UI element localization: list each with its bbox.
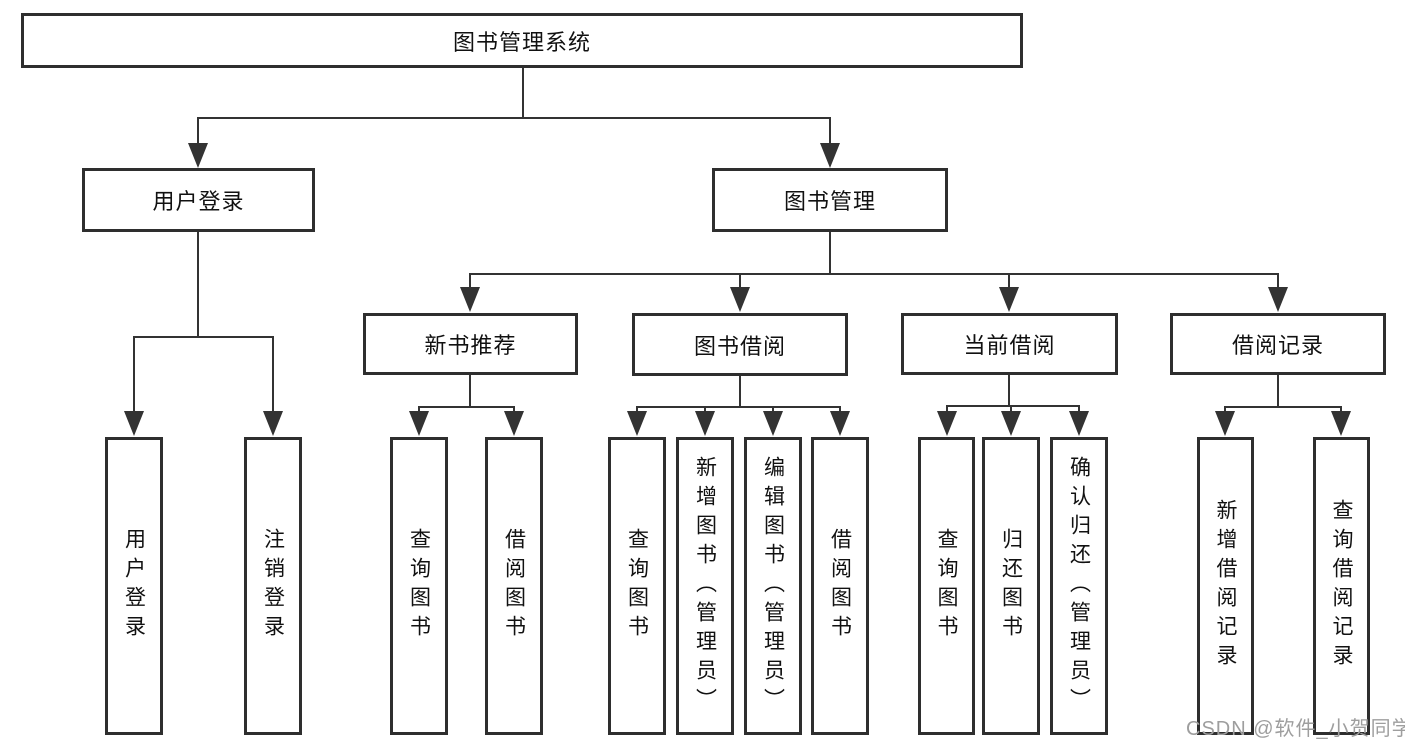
edge-drop	[739, 273, 741, 289]
leaf-borrow-edit-books-admin-label: 编辑图书（管理员）	[761, 455, 785, 717]
arrowhead-down	[188, 143, 208, 168]
edge-records-branch	[1224, 406, 1342, 408]
node-user-login-label: 用户登录	[152, 189, 245, 214]
arrowhead-down	[695, 411, 715, 436]
node-book-management: 图书管理	[712, 168, 948, 232]
edge-drop	[1277, 273, 1279, 289]
edge-book-mgmt-drop	[829, 117, 831, 144]
node-user-login: 用户登录	[82, 168, 315, 232]
edge-newbook-branch	[418, 406, 515, 408]
edge-borrow-branch	[636, 406, 841, 408]
edge-drop	[272, 336, 274, 412]
edge-current-branch	[946, 405, 1080, 407]
arrowhead-down	[627, 411, 647, 436]
edge-level2-branch	[197, 117, 831, 119]
arrowhead-down	[1001, 411, 1021, 436]
arrowhead-down	[460, 287, 480, 312]
leaf-newbook-query-books: 查询图书	[390, 437, 448, 735]
edge-drop	[1224, 406, 1226, 413]
arrowhead-down	[504, 411, 524, 436]
edge-drop	[1340, 406, 1342, 413]
leaf-current-query-books-label: 查询图书	[935, 528, 958, 644]
edge-book-mgmt-stem	[829, 232, 831, 273]
leaf-current-confirm-return-admin: 确认归还（管理员）	[1050, 437, 1108, 735]
leaf-current-query-books: 查询图书	[918, 437, 975, 735]
leaf-borrow-borrow-books: 借阅图书	[811, 437, 869, 735]
edge-user-login-drop	[197, 117, 199, 144]
arrowhead-down	[820, 143, 840, 168]
leaf-logout-login-label: 注销登录	[261, 528, 285, 644]
arrowhead-down	[1069, 411, 1089, 436]
edge-drop	[1078, 405, 1080, 413]
leaf-logout-login: 注销登录	[244, 437, 302, 735]
csdn-watermark: CSDN @软件_小贺同学	[1186, 718, 1405, 740]
leaf-newbook-query-books-label: 查询图书	[407, 528, 431, 644]
arrowhead-down	[763, 411, 783, 436]
leaf-borrow-add-books-admin: 新增图书（管理员）	[676, 437, 734, 735]
arrowhead-down	[263, 411, 283, 436]
leaf-user-login-label: 用户登录	[122, 528, 146, 644]
node-new-book-recommend-label: 新书推荐	[424, 333, 517, 358]
arrowhead-down	[999, 287, 1019, 312]
edge-drop	[839, 406, 841, 413]
node-new-book-recommend: 新书推荐	[363, 313, 578, 375]
arrowhead-down	[830, 411, 850, 436]
edge-drop	[772, 406, 774, 413]
leaf-newbook-borrow-books: 借阅图书	[485, 437, 543, 735]
edge-root-stem	[522, 68, 524, 117]
arrowhead-down	[937, 411, 957, 436]
arrowhead-down	[409, 411, 429, 436]
leaf-current-return-books: 归还图书	[982, 437, 1040, 735]
node-book-borrow: 图书借阅	[632, 313, 848, 376]
arrowhead-down	[1331, 411, 1351, 436]
arrowhead-down	[1215, 411, 1235, 436]
edge-drop	[513, 406, 515, 413]
node-current-borrow-label: 当前借阅	[963, 333, 1056, 358]
node-current-borrow: 当前借阅	[901, 313, 1118, 375]
leaf-newbook-borrow-books-label: 借阅图书	[502, 528, 526, 644]
leaf-borrow-query-books: 查询图书	[608, 437, 666, 735]
leaf-record-query: 查询借阅记录	[1313, 437, 1370, 735]
node-book-borrow-label: 图书借阅	[693, 333, 786, 359]
edge-drop	[1010, 405, 1012, 413]
leaf-borrow-edit-books-admin: 编辑图书（管理员）	[744, 437, 802, 735]
leaf-user-login: 用户登录	[105, 437, 163, 735]
leaf-record-query-label: 查询借阅记录	[1330, 499, 1353, 673]
edge-current-stem	[1008, 375, 1010, 406]
edge-drop	[418, 406, 420, 413]
leaf-borrow-add-books-admin-label: 新增图书（管理员）	[693, 455, 717, 717]
leaf-borrow-borrow-books-label: 借阅图书	[828, 528, 852, 644]
edge-user-login-stem	[197, 232, 199, 336]
edge-drop	[469, 273, 471, 289]
node-library-system-label: 图书管理系统	[452, 29, 591, 55]
leaf-record-add: 新增借阅记录	[1197, 437, 1254, 735]
node-borrow-records: 借阅记录	[1170, 313, 1386, 375]
arrowhead-down	[730, 287, 750, 312]
node-book-management-label: 图书管理	[783, 189, 876, 214]
leaf-current-confirm-return-admin-label: 确认归还（管理员）	[1067, 455, 1091, 717]
edge-newbook-stem	[469, 375, 471, 407]
edge-drop	[946, 405, 948, 413]
node-borrow-records-label: 借阅记录	[1231, 333, 1324, 358]
leaf-current-return-books-label: 归还图书	[999, 528, 1023, 644]
edge-borrow-stem	[739, 376, 741, 407]
edge-drop	[704, 406, 706, 413]
edge-drop	[133, 336, 135, 412]
leaf-record-add-label: 新增借阅记录	[1214, 499, 1237, 673]
leaf-borrow-query-books-label: 查询图书	[625, 528, 649, 644]
edge-drop	[1008, 273, 1010, 289]
arrowhead-down	[124, 411, 144, 436]
node-library-system: 图书管理系统	[21, 13, 1023, 68]
edge-drop	[636, 406, 638, 413]
edge-user-login-branch	[133, 336, 274, 338]
edge-level3-branch	[470, 273, 1278, 275]
edge-records-stem	[1277, 375, 1279, 407]
arrowhead-down	[1268, 287, 1288, 312]
